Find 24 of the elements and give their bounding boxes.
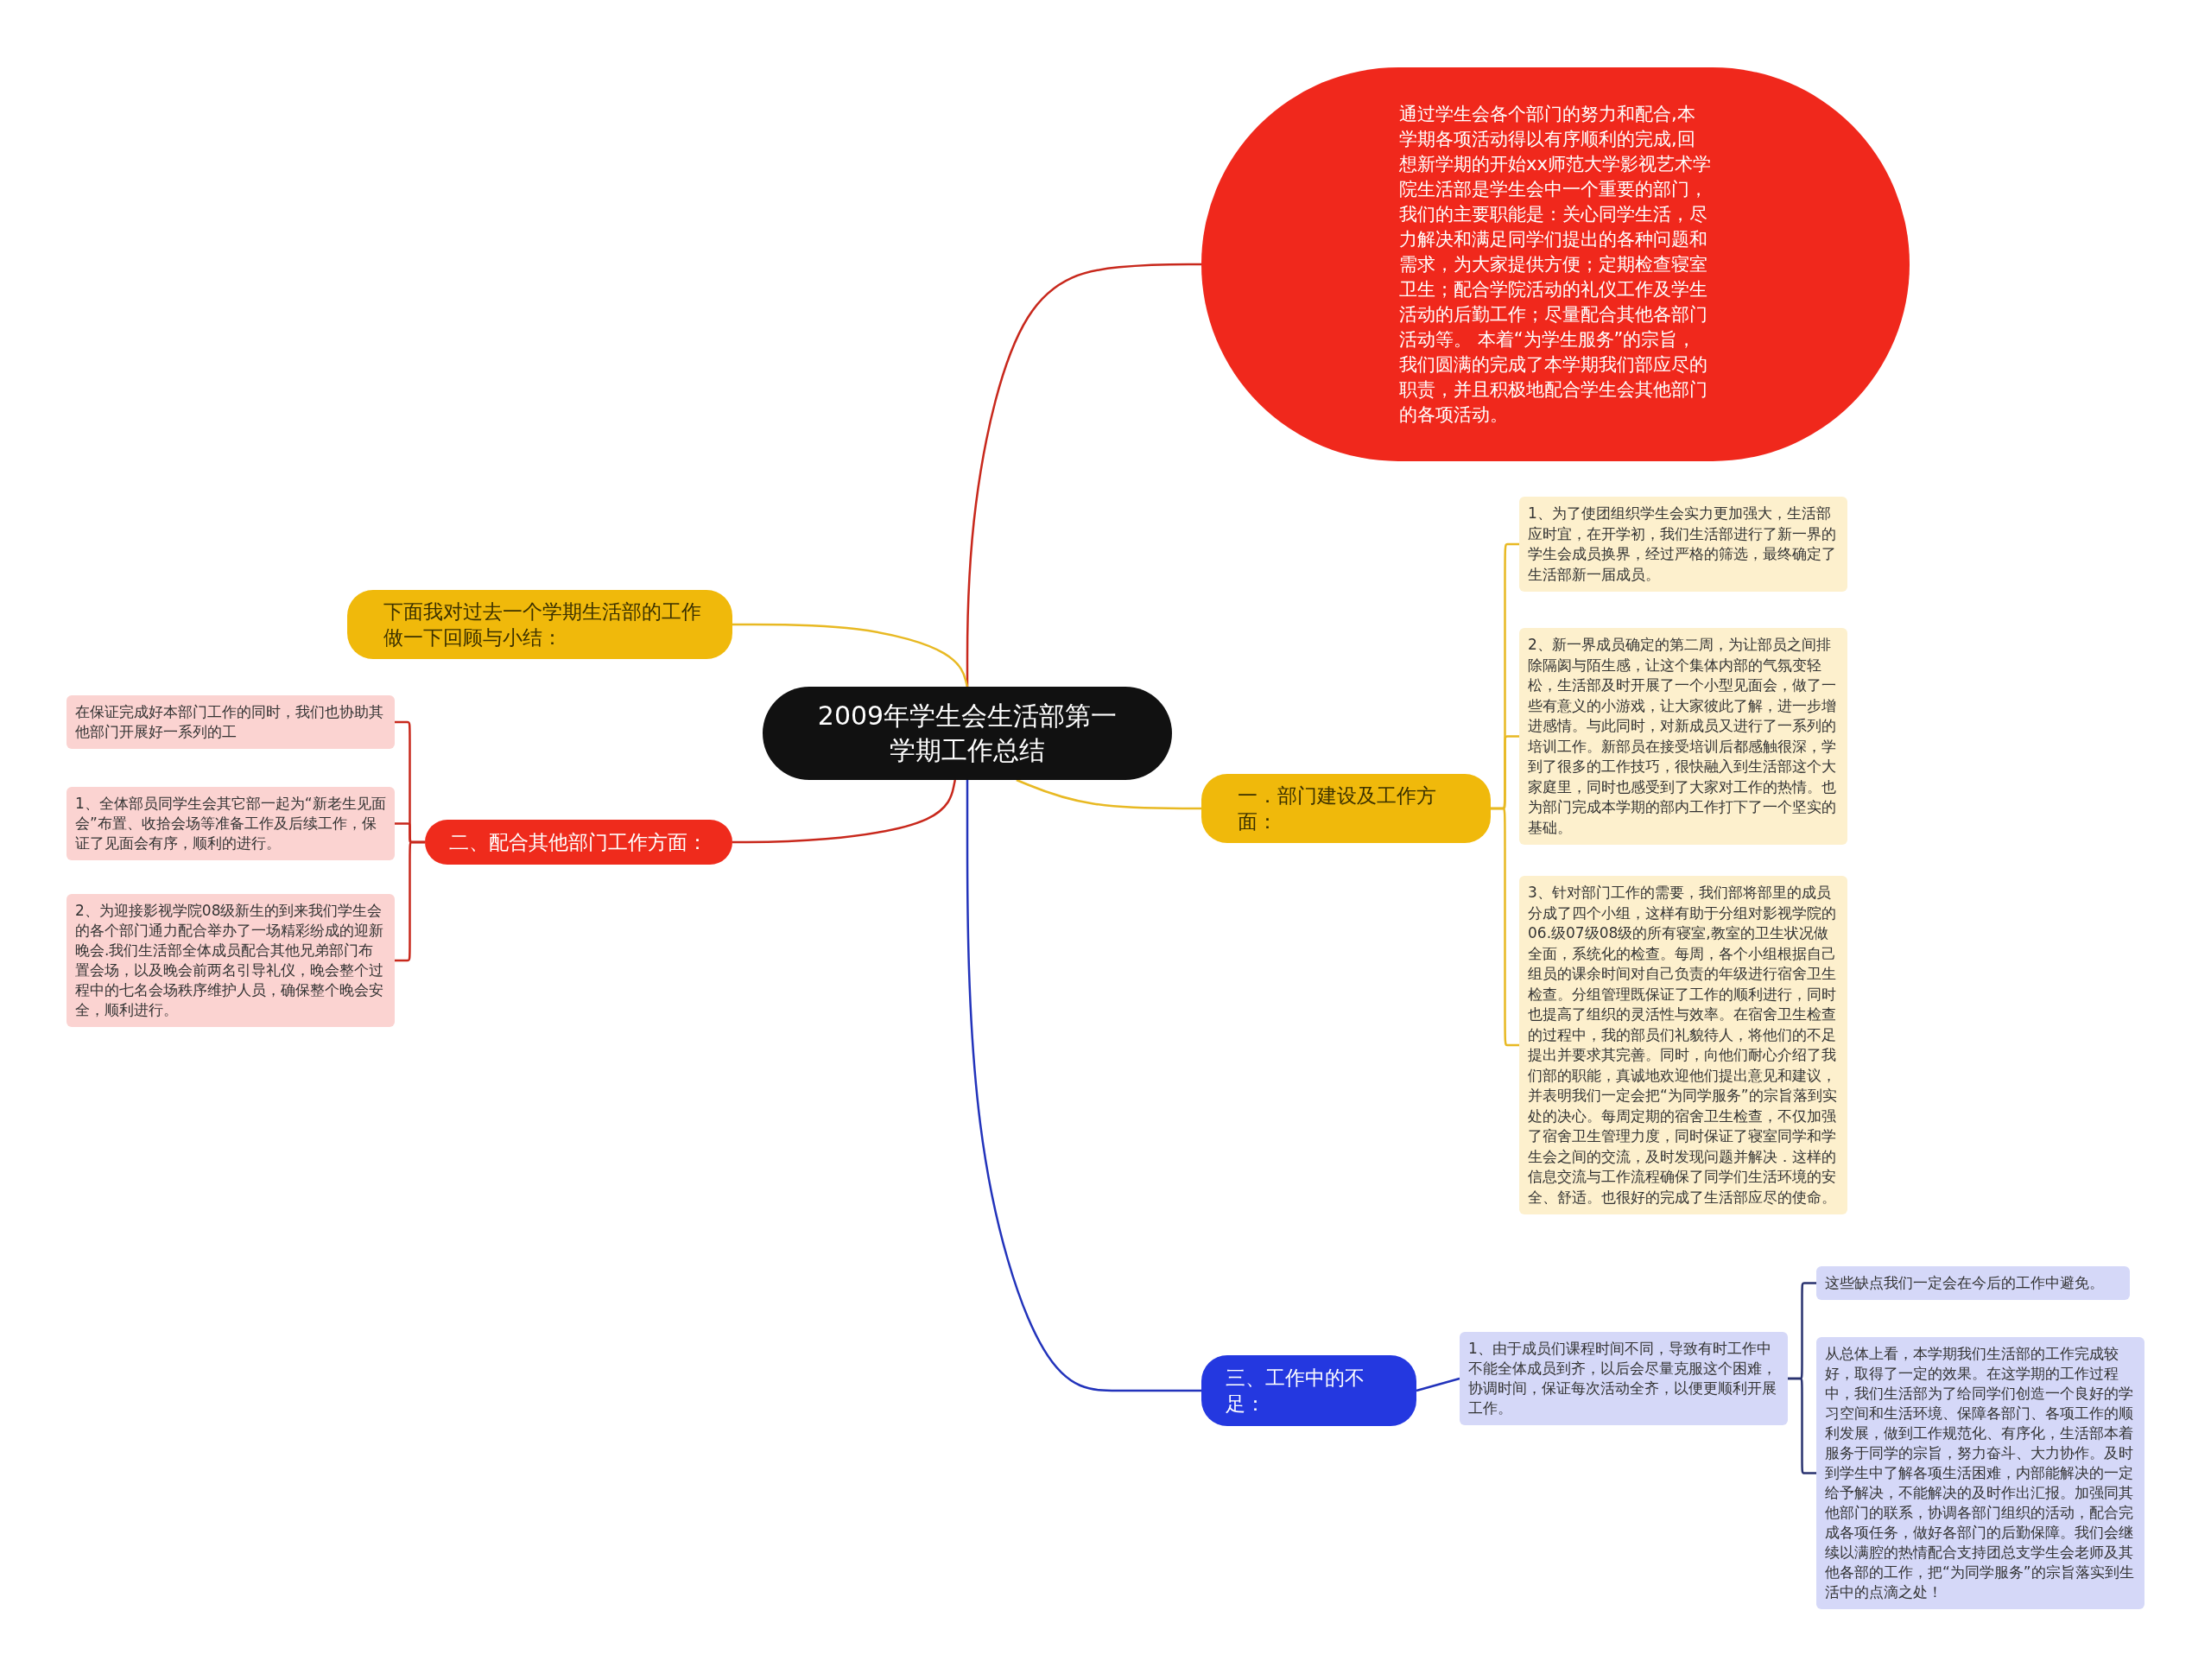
branch-topic: 三、工作中的不足：	[1201, 1355, 1416, 1426]
connector-line	[1416, 1377, 1460, 1392]
connector-line	[966, 780, 1201, 1392]
connector-line	[1788, 1377, 1816, 1474]
connector-line	[966, 263, 1201, 687]
note-card: 2、为迎接影视学院08级新生的到来我们学生会的各个部门通力配合举办了一场精彩纷成的迎新晚会.我们生活部全体成员配合其他兄弟部门布置会场，以及晚会前两名引导礼仪，晚会整个过程中的七名会场秩序维护人员，确保整个晚会安全，顺利进行。	[67, 894, 395, 1027]
note-card: 3、针对部门工作的需要，我们部将部里的成员分成了四个小组，这样有助于分组对影视学院的06.级07级08级的所有寝室,教室的卫生状况做全面，系统化的检查。每周，各个小组根据自己组员的课余时间对自己负责的年级进行宿舍卫生检查。分组管理既保证了工作的顺利进行，同时也提高了组织的灵活性与效率。在宿舍卫生检查的过程中，我的部员们礼貌待人，将他们的不足提出并要求其完善。同时，向他们耐心介绍了我们部的职能，真诚地欢迎他们提出意见和建议，并表明我们一定会把“为同学服务”的宗旨落到实处的决心。每周定期的宿舍卫生检查，不仅加强了宿舍卫生管理力度，同时保证了寝室同学和学生会之间的交流，及时发现问题并解决．这样的信息交流与工作流程确保了同学们生活环境的安全、舒适。也很好的完成了生活部应尽的使命。	[1519, 876, 1847, 1214]
topic-bubble: 通过学生会各个部门的努力和配合,本学期各项活动得以有序顺利的完成,回想新学期的开始xx师范大学影视艺术学院生活部是学生会中一个重要的部门，我们的主要职能是：关心同学生活，尽力解决和满足同学们提出的各种问题和需求，为大家提供方便；定期检查寝室卫生；配合学院活动的礼仪工作及学生活动的后勤工作；尽量配合其他各部门活动等。 本着“为学生服务”的宗旨，我们圆满的完成了本学期我们部应尽的职责，并且积极地配合学生会其他部门的各项活动。	[1201, 67, 1910, 461]
note-card: 在保证完成好本部门工作的同时，我们也协助其他部门开展好一系列的工	[67, 695, 395, 749]
connector-line	[1016, 778, 1201, 810]
note-card: 从总体上看，本学期我们生活部的工作完成较好，取得了一定的效果。在这学期的工作过程中，我们生活部为了给同学们创造一个良好的学习空间和生活环境、保障各部门、各项工作的顺利发展，做到工作规范化、有序化，生活部本着服务于同学的宗旨，努力奋斗、大力协作。及时到学生中了解各项生活困难，内部能解决的一定给予解决，不能解决的及时作出汇报。加强同其他部门的联系，协调各部门组织的活动，配合完成各项任务，做好各部门的后勤保障。我们会继续以满腔的热情配合支持团总支学生会老师及其他各部的工作，把“为同学服务”的宗旨落实到生活中的点滴之处！	[1816, 1337, 2144, 1609]
branch-topic: 下面我对过去一个学期生活部的工作做一下回顾与小结：	[347, 590, 732, 659]
note-card: 1、为了使团组织学生会实力更加强大，生活部应时宜，在开学初，我们生活部进行了新一界的学生会成员换界，经过严格的筛选，最终确定了生活部新一届成员。	[1519, 497, 1847, 592]
branch-topic: 二、配合其他部门工作方面：	[425, 820, 732, 865]
note-card: 2、新一界成员确定的第二周，为让部员之间排除隔阂与陌生感，让这个集体内部的气氛变轻松，生活部及时开展了一个小型见面会，做了一些有意义的小游戏，让大家彼此了解，进一步增进感情。与此同时，对新成员又进行了一系列的培训工作。新部员在接受培训后都感触很深，学到了很多的工作技巧，很快融入到生活部这个大家庭里，同时也感受到了大家对工作的热情。也为部门完成本学期的部内工作打下了一个坚实的基础。	[1519, 628, 1847, 845]
note-card: 1、全体部员同学生会其它部一起为“新老生见面会”布置、收拾会场等准备工作及后续工作，保证了见面会有序，顺利的进行。	[67, 787, 395, 860]
central-topic: 2009年学生会生活部第一学期工作总结	[763, 687, 1172, 780]
connector-line	[1491, 807, 1519, 1047]
connector-line	[732, 623, 969, 688]
connector-line	[395, 840, 425, 962]
note-card: 这些缺点我们一定会在今后的工作中避免。	[1816, 1266, 2130, 1300]
branch-topic: 一．部门建设及工作方面：	[1201, 774, 1491, 843]
note-card: 1、由于成员们课程时间不同，导致有时工作中不能全体成员到齐，以后会尽量克服这个困难，协调时间，保证每次活动全齐，以便更顺利开展工作。	[1460, 1332, 1788, 1425]
connector-line	[732, 779, 956, 844]
